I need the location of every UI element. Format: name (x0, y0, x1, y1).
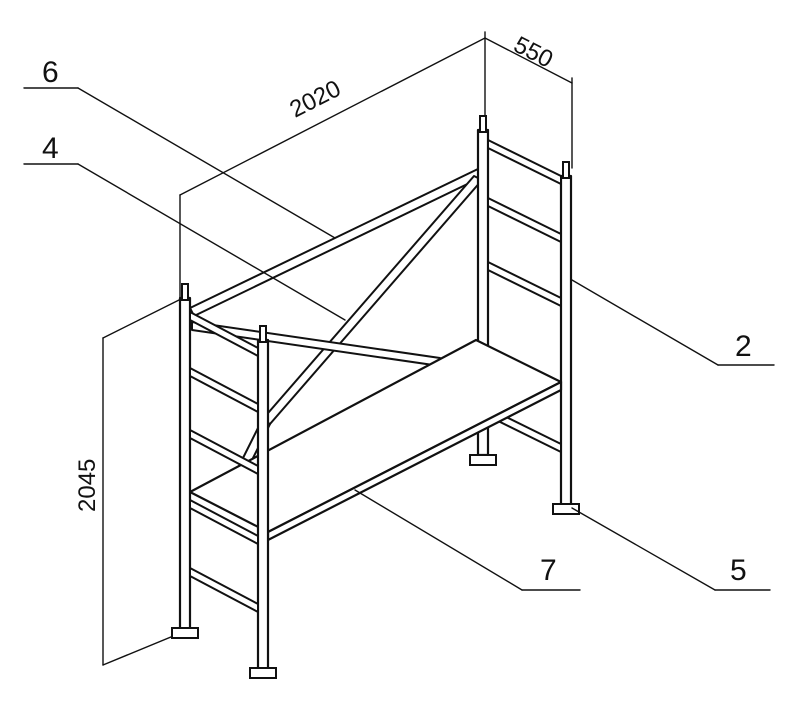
front-rung-5 (189, 567, 259, 613)
rear-ladder-frame (469, 115, 580, 515)
callout-2-label: 2 (735, 330, 752, 363)
callout-7: 7 (354, 489, 581, 591)
dimension-line-depth (484, 37, 573, 84)
front-rung-2 (189, 367, 259, 413)
dimension-height-label: 2045 (74, 459, 101, 512)
dimension-length-label: 2020 (285, 75, 345, 123)
deck-top (188, 338, 563, 534)
front-left-post (178, 296, 192, 632)
callout-4-label: 4 (42, 132, 59, 165)
front-right-post-cap (259, 325, 267, 343)
callout-6-label: 6 (42, 56, 59, 89)
rear-right-post (559, 174, 573, 508)
platform-deck (188, 338, 563, 542)
callout-4-leader (77, 163, 346, 321)
extension-line-bottom (102, 631, 184, 666)
callout-7-leader (354, 489, 523, 591)
front-rung-1 (189, 311, 259, 357)
rear-rung-1 (487, 139, 562, 185)
extension-line-top (102, 297, 184, 339)
callout-2: 2 (571, 279, 775, 366)
front-right-baseplate (249, 667, 277, 679)
front-rung-3 (189, 429, 259, 475)
callout-5-leader (571, 507, 716, 591)
callout-6: 6 (23, 56, 336, 239)
guardrail-bar (189, 167, 485, 317)
callout-5: 5 (571, 507, 771, 591)
dimension-2045: 2045 (74, 297, 184, 666)
front-left-baseplate (171, 627, 199, 639)
callout-7-label: 7 (540, 554, 557, 587)
callout-5-label: 5 (730, 554, 747, 587)
callout-6-leader (77, 87, 336, 239)
rear-left-baseplate (469, 454, 497, 466)
front-right-post (256, 338, 270, 674)
callout-2-leader (571, 279, 719, 366)
rear-left-post-cap (479, 115, 487, 133)
rear-right-post-cap (562, 161, 570, 179)
front-left-post-cap (181, 283, 189, 301)
dimension-line-length (179, 37, 486, 196)
rear-rung-3 (487, 261, 562, 307)
dimension-2020: 2020 (179, 31, 486, 301)
top-guardrail (189, 167, 485, 317)
front-ladder-frame (171, 283, 277, 679)
front-rung-4 (189, 499, 259, 545)
dimension-depth-label: 550 (509, 31, 557, 73)
rear-right-baseplate (552, 503, 580, 515)
callout-4: 4 (23, 132, 346, 321)
rear-rung-2 (487, 197, 562, 243)
